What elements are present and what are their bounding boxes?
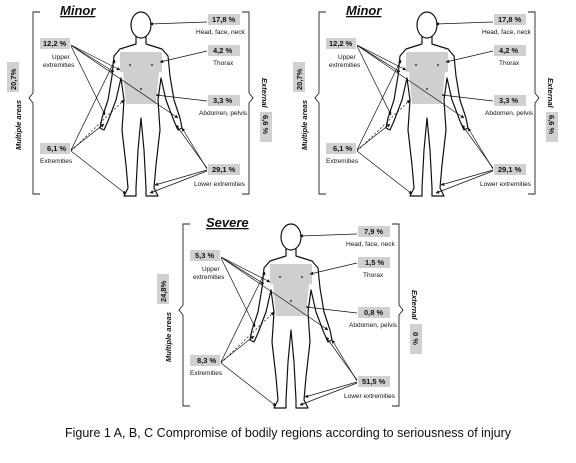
extremities-label: Extremities <box>326 158 359 165</box>
abdomen-pelvis-value: 0,8 % <box>364 308 384 317</box>
upper-extremities-label-2: extremities <box>43 62 75 69</box>
extremities-value: 8,3 % <box>197 356 217 365</box>
lower-extremities-value: 51,5 % <box>362 377 386 386</box>
panel-title: Minor <box>346 3 382 18</box>
external-label: External <box>260 78 269 109</box>
upper-extremities-label: Upper <box>202 266 221 273</box>
thorax-label: Thorax <box>213 60 234 67</box>
external-value: 6,6 % <box>261 115 270 135</box>
lower-extremities-label: Lower extremities <box>194 181 246 188</box>
abdomen-pelvis-value: 3,3 % <box>499 96 519 105</box>
panel-a: Minor Multiple areas 20,7% External 6,6 … <box>7 3 272 196</box>
multiple-areas-label: Multiple areas <box>164 312 173 362</box>
abdomen-pelvis-value: 3,3 % <box>213 96 233 105</box>
panel-title: Severe <box>206 215 249 230</box>
panel-b: Minor Multiple areas 20,7% External 6,6 … <box>293 3 558 196</box>
abdomen-pelvis-label: Abdomen, pelvis <box>349 322 398 329</box>
extremities-value: 6,1 % <box>333 144 353 153</box>
external-label: External <box>410 290 419 321</box>
upper-extremities-value: 5,3 % <box>195 251 215 260</box>
upper-extremities-value: 12,2 % <box>43 39 67 48</box>
multiple-areas-value: 24,8% <box>159 280 168 302</box>
lower-extremities-value: 29,1 % <box>212 165 236 174</box>
panel-c: Severe Multiple areas 24,8% External 0 %… <box>157 215 422 408</box>
upper-extremities-value: 12,2 % <box>329 39 353 48</box>
lower-extremities-label: Lower extremities <box>480 181 532 188</box>
extremities-label: Extremities <box>40 158 73 165</box>
head-face-neck-value: 17,8 % <box>212 15 236 24</box>
thorax-label: Thorax <box>499 60 520 67</box>
panel-title: Minor <box>60 3 96 18</box>
head-face-neck-value: 7,9 % <box>364 227 384 236</box>
extremities-value: 6,1 % <box>47 144 67 153</box>
upper-extremities-label: Upper <box>52 54 71 61</box>
head-face-neck-label: Head, face, neck <box>196 29 246 36</box>
external-value: 6,6 % <box>547 115 556 135</box>
extremities-label: Extremities <box>190 370 223 377</box>
head-face-neck-label: Head, face, neck <box>482 29 532 36</box>
external-label: External <box>546 78 555 109</box>
upper-extremities-label-2: extremities <box>193 274 225 281</box>
multiple-areas-value: 20,7% <box>295 68 304 90</box>
lower-extremities-label: Lower extremities <box>344 393 396 400</box>
external-value: 0 % <box>411 332 420 345</box>
head-face-neck-value: 17,8 % <box>498 15 522 24</box>
lower-extremities-value: 29,1 % <box>498 165 522 174</box>
thorax-label: Thorax <box>363 272 384 279</box>
thorax-value: 4,2 % <box>499 46 519 55</box>
upper-extremities-label-2: extremities <box>329 62 361 69</box>
multiple-areas-label: Multiple areas <box>300 100 309 150</box>
multiple-areas-label: Multiple areas <box>14 100 23 150</box>
upper-extremities-label: Upper <box>338 54 357 61</box>
figure-caption: Figure 1 A, B, C Compromise of bodily re… <box>64 426 512 440</box>
abdomen-pelvis-label: Abdomen, pelvis <box>485 110 534 117</box>
abdomen-pelvis-label: Abdomen, pelvis <box>199 110 248 117</box>
thorax-value: 4,2 % <box>213 46 233 55</box>
thorax-value: 1,5 % <box>365 258 385 267</box>
multiple-areas-value: 20,7% <box>9 68 18 90</box>
head-face-neck-label: Head, face, neck <box>346 241 396 248</box>
